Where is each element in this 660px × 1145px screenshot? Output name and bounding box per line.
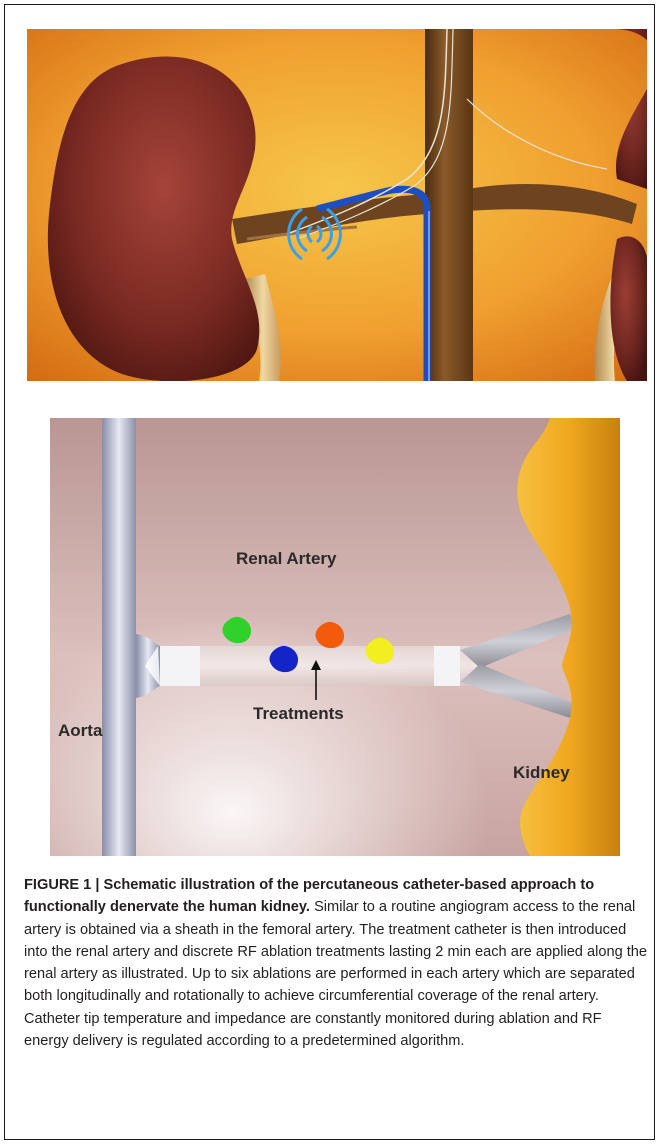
- left-kidney: [48, 57, 259, 381]
- tube-cap-left: [160, 646, 200, 686]
- tube-cap-right: [434, 646, 460, 686]
- caption-body: Similar to a routine angiogram access to…: [24, 899, 647, 1049]
- renal-artery-tube: [160, 646, 480, 686]
- renal-artery-schematic: Renal Artery Treatments Aorta Kidney: [50, 418, 620, 856]
- label-renal-artery: Renal Artery: [236, 549, 337, 568]
- figure-caption: FIGURE 1 | Schematic illustration of the…: [24, 874, 648, 1052]
- aorta: [425, 29, 473, 381]
- anatomy-svg: [27, 29, 647, 381]
- label-aorta: Aorta: [58, 721, 103, 740]
- schematic-svg: Renal Artery Treatments Aorta Kidney: [50, 418, 620, 856]
- aorta-vessel: [102, 418, 136, 856]
- label-treatments: Treatments: [253, 704, 344, 723]
- label-kidney: Kidney: [513, 763, 570, 782]
- kidney-anatomy-illustration: [27, 29, 647, 381]
